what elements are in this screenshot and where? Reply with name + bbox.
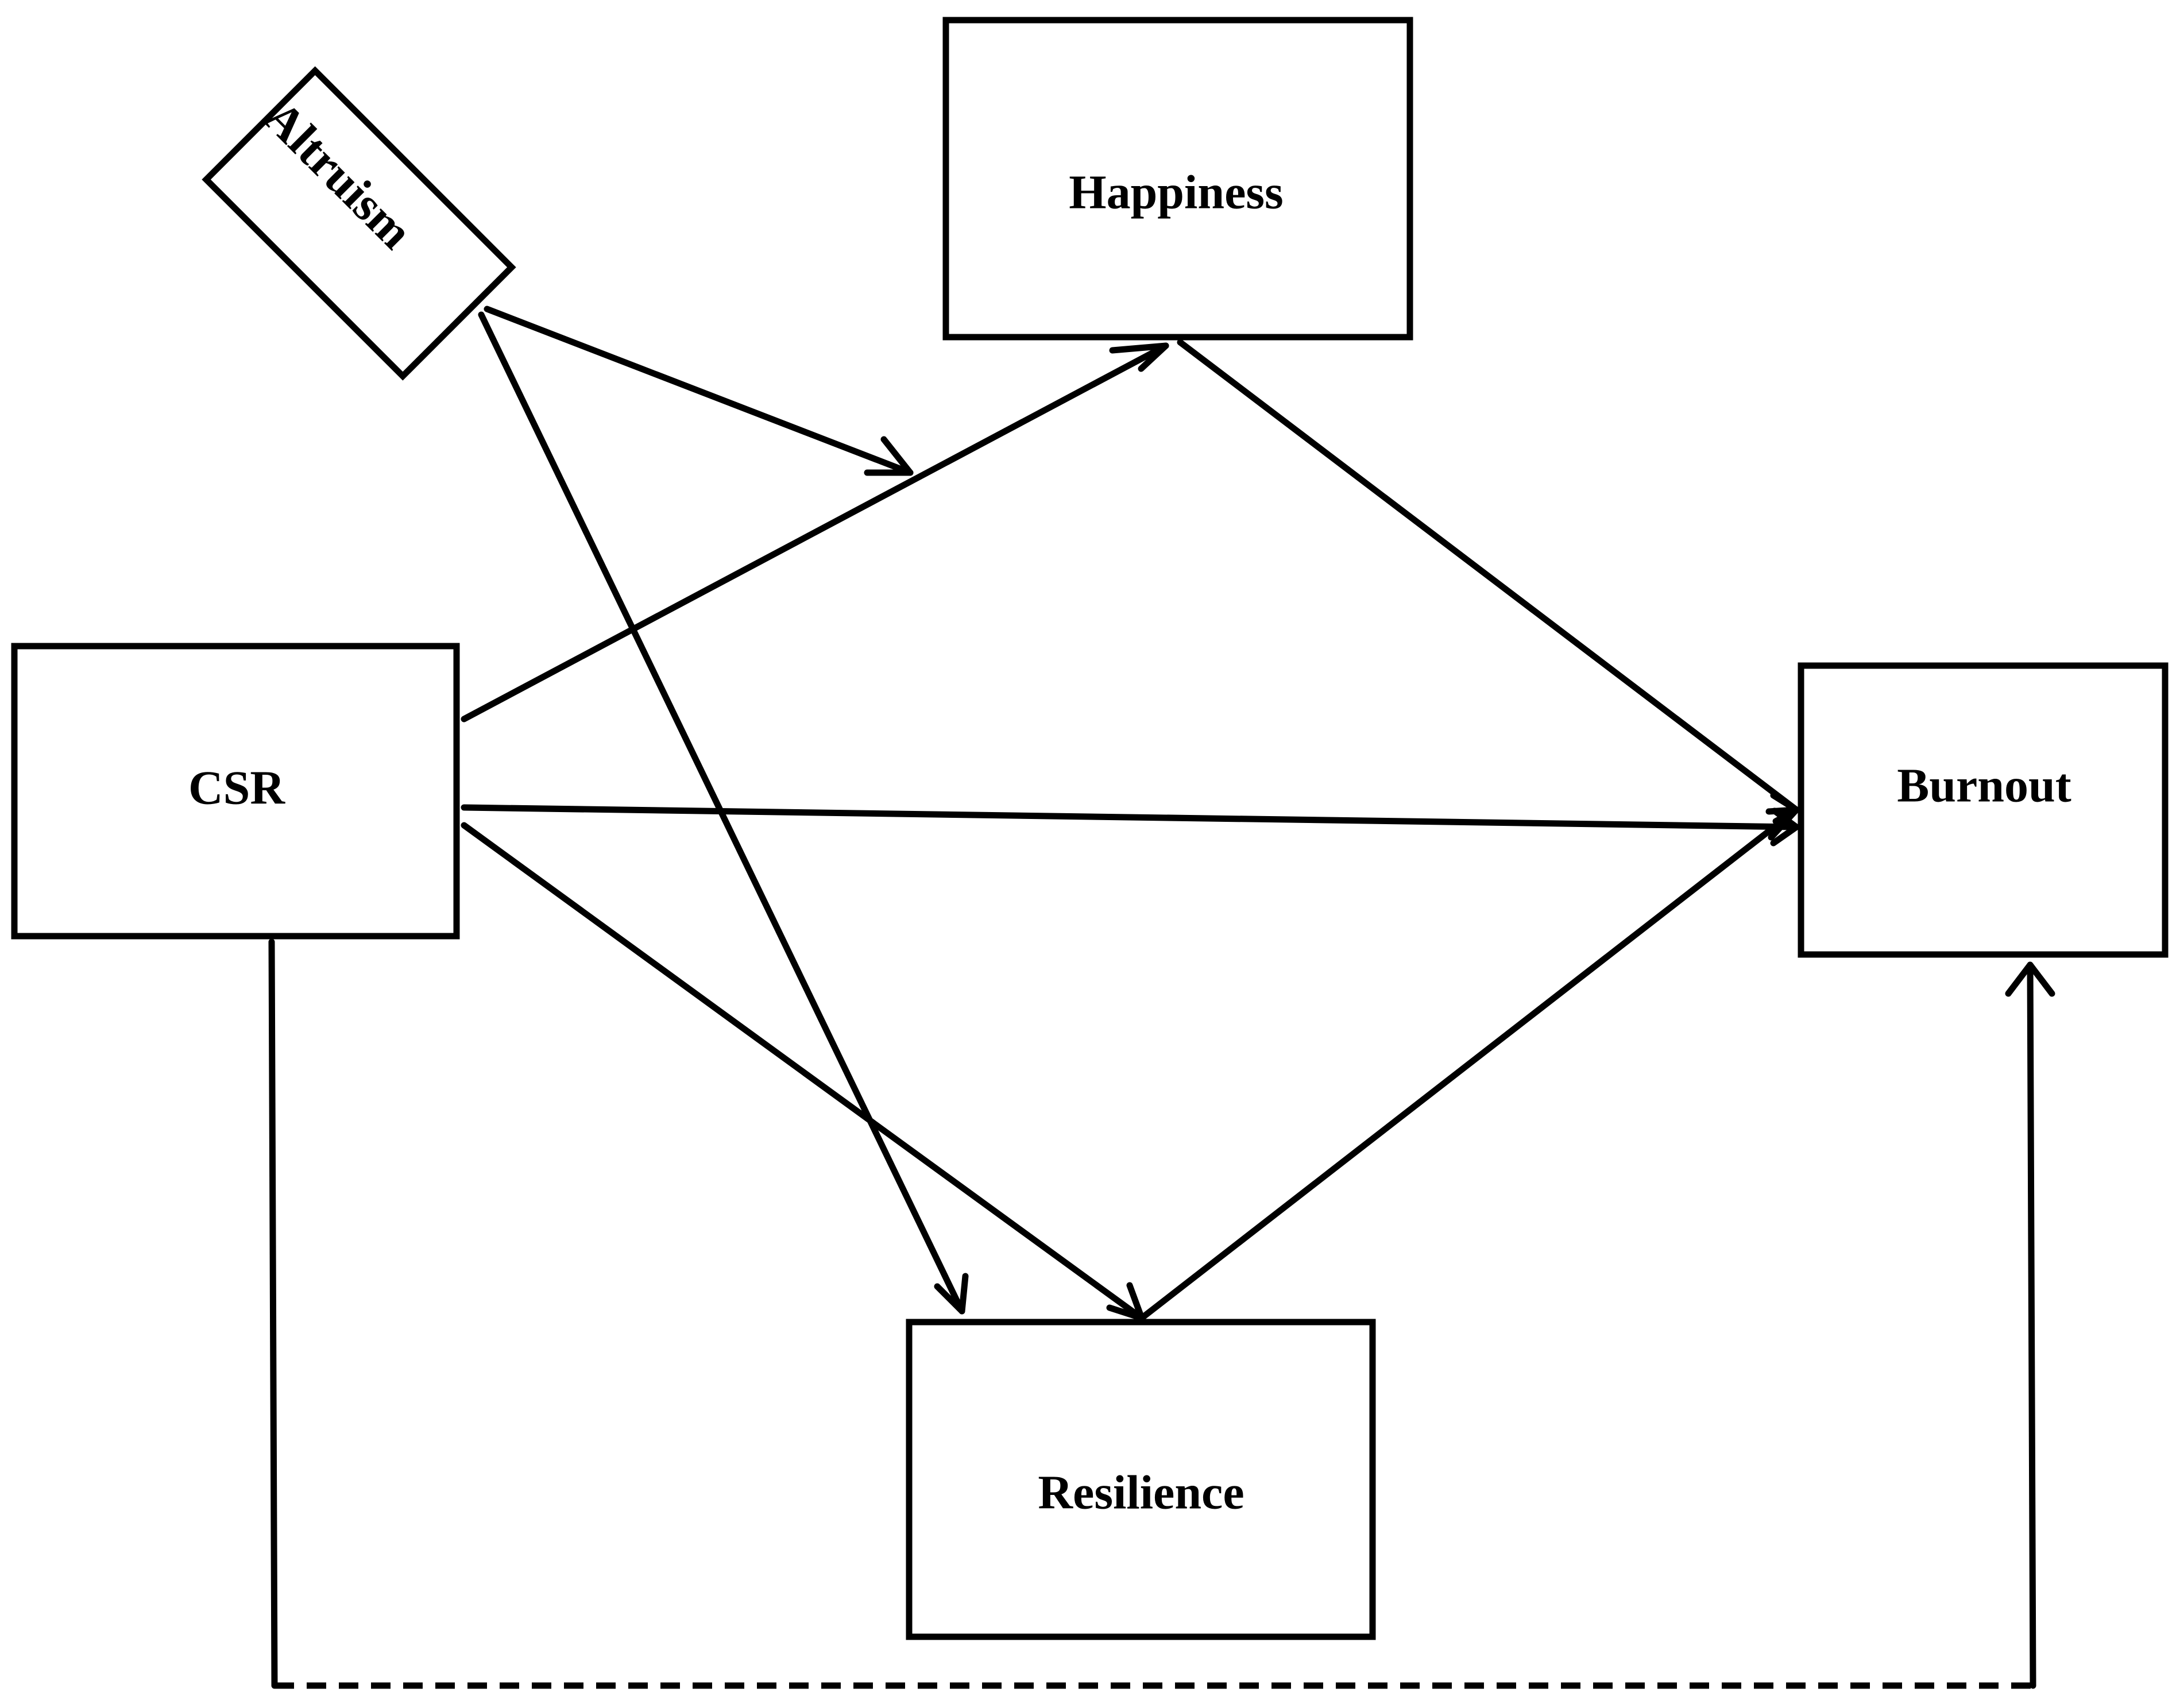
arrowhead-altruism-moderation xyxy=(864,436,914,476)
arrowhead-happiness xyxy=(1109,342,1169,372)
edge-csr-down xyxy=(268,938,278,1689)
csr-label: CSR xyxy=(188,761,285,814)
edge-up-to-burnout xyxy=(2027,961,2036,1689)
edge-happiness-to-burnout xyxy=(1177,339,1800,813)
node-happiness: Happiness xyxy=(942,17,1413,341)
arrowhead-burnout-from-resilience xyxy=(1768,806,1800,841)
node-burnout: Burnout xyxy=(1798,662,2169,958)
burnout-label: Burnout xyxy=(1897,759,2071,812)
altruism-box xyxy=(202,66,516,381)
edge-altruism-to-resilience xyxy=(478,311,965,1315)
happiness-box xyxy=(942,17,1413,341)
edge-resilience-to-burnout xyxy=(1138,806,1800,1321)
csr-box xyxy=(11,643,460,940)
resilience-label: Resilience xyxy=(1038,1466,1244,1519)
arrowhead-resilience-from-csr xyxy=(1106,1282,1145,1321)
edge-csr-to-happiness xyxy=(461,342,1169,722)
burnout-box xyxy=(1798,662,2169,958)
edge-csr-to-resilience xyxy=(461,822,1145,1321)
node-csr: CSR xyxy=(11,643,460,940)
resilience-box xyxy=(906,1319,1376,1640)
node-resilience: Resilience xyxy=(906,1319,1376,1640)
edges xyxy=(268,306,2055,1689)
happiness-label: Happiness xyxy=(1069,165,1284,219)
arrowhead-burnout-from-below xyxy=(2005,961,2055,997)
edge-altruism-to-path xyxy=(484,306,914,476)
arrowhead-resilience-from-altruism xyxy=(934,1273,969,1315)
node-altruism: Altruism xyxy=(202,66,516,381)
edge-csr-to-burnout xyxy=(461,804,1800,830)
